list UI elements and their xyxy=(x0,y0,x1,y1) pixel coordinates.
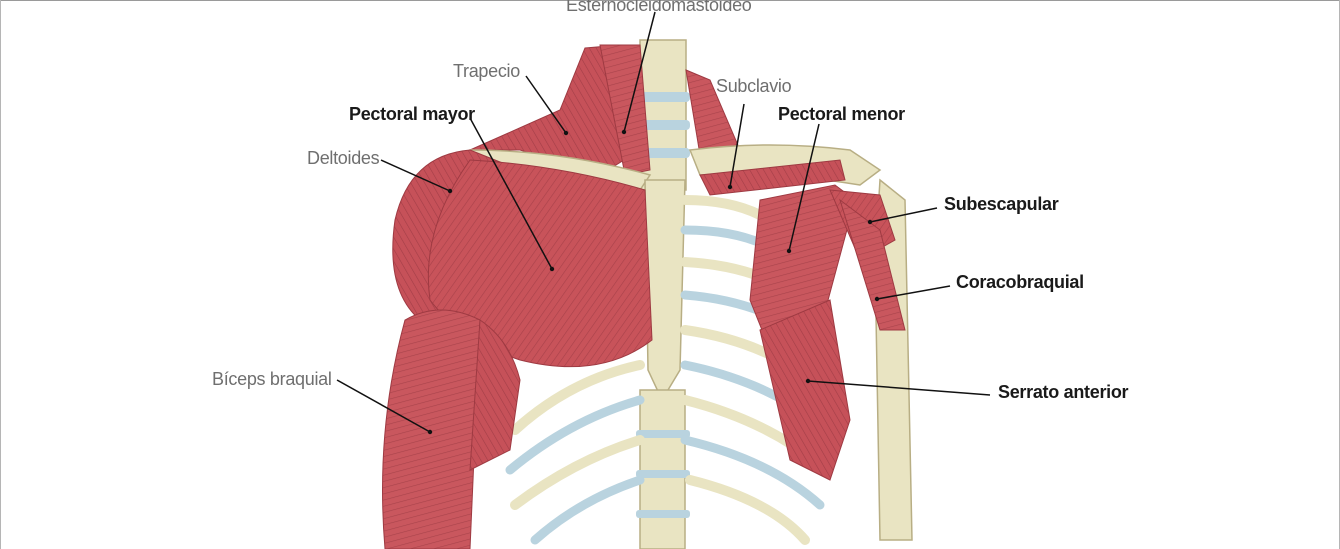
leader-trapecio xyxy=(525,75,567,134)
leader-coracobraquial xyxy=(876,285,951,300)
leader-biceps-braquial xyxy=(336,379,431,433)
sternum xyxy=(644,179,686,402)
leader-dot xyxy=(447,188,453,194)
frame-left-border xyxy=(0,0,1,549)
leader-lines xyxy=(336,11,991,435)
leader-pectoral-menor xyxy=(788,123,820,252)
frame-top-border xyxy=(0,0,1340,1)
left-ribcage xyxy=(505,360,645,545)
label-subclavio: Subclavio xyxy=(716,76,792,96)
serratus-anterior-muscle xyxy=(759,299,851,481)
thoracic-spine xyxy=(636,389,690,549)
label-deltoides: Deltoides xyxy=(307,148,380,168)
label-esternocleidomastoideo: Esternocleidomastoideo xyxy=(566,0,752,15)
leader-dot xyxy=(621,129,627,135)
leader-subclavio xyxy=(729,103,745,188)
leader-dot xyxy=(805,378,811,384)
leader-dot xyxy=(874,296,880,302)
pectoralis-major-muscle xyxy=(427,159,653,368)
biceps-brachii-muscle xyxy=(382,309,481,549)
label-pectoral-mayor: Pectoral mayor xyxy=(349,104,475,124)
label-biceps-braquial: Bíceps braquial xyxy=(212,369,332,389)
leader-dot xyxy=(727,184,733,190)
leader-dot xyxy=(786,248,792,254)
leader-serrato-anterior xyxy=(807,380,991,396)
label-serrato-anterior: Serrato anterior xyxy=(998,382,1129,402)
leader-dot xyxy=(563,130,569,136)
leader-dot xyxy=(867,219,873,225)
label-pectoral-menor: Pectoral menor xyxy=(778,104,905,124)
leader-dot xyxy=(427,429,433,435)
leader-dot xyxy=(549,266,555,272)
label-coracobraquial: Coracobraquial xyxy=(956,272,1084,292)
left-arm-lateral-muscle xyxy=(469,319,521,471)
label-subescapular: Subescapular xyxy=(944,194,1059,214)
leader-deltoides xyxy=(380,159,451,192)
leader-pectoral-mayor xyxy=(469,117,553,270)
label-trapecio: Trapecio xyxy=(453,61,520,81)
leader-esternocleidomastoideo xyxy=(623,11,656,133)
leader-subescapular xyxy=(869,207,938,223)
